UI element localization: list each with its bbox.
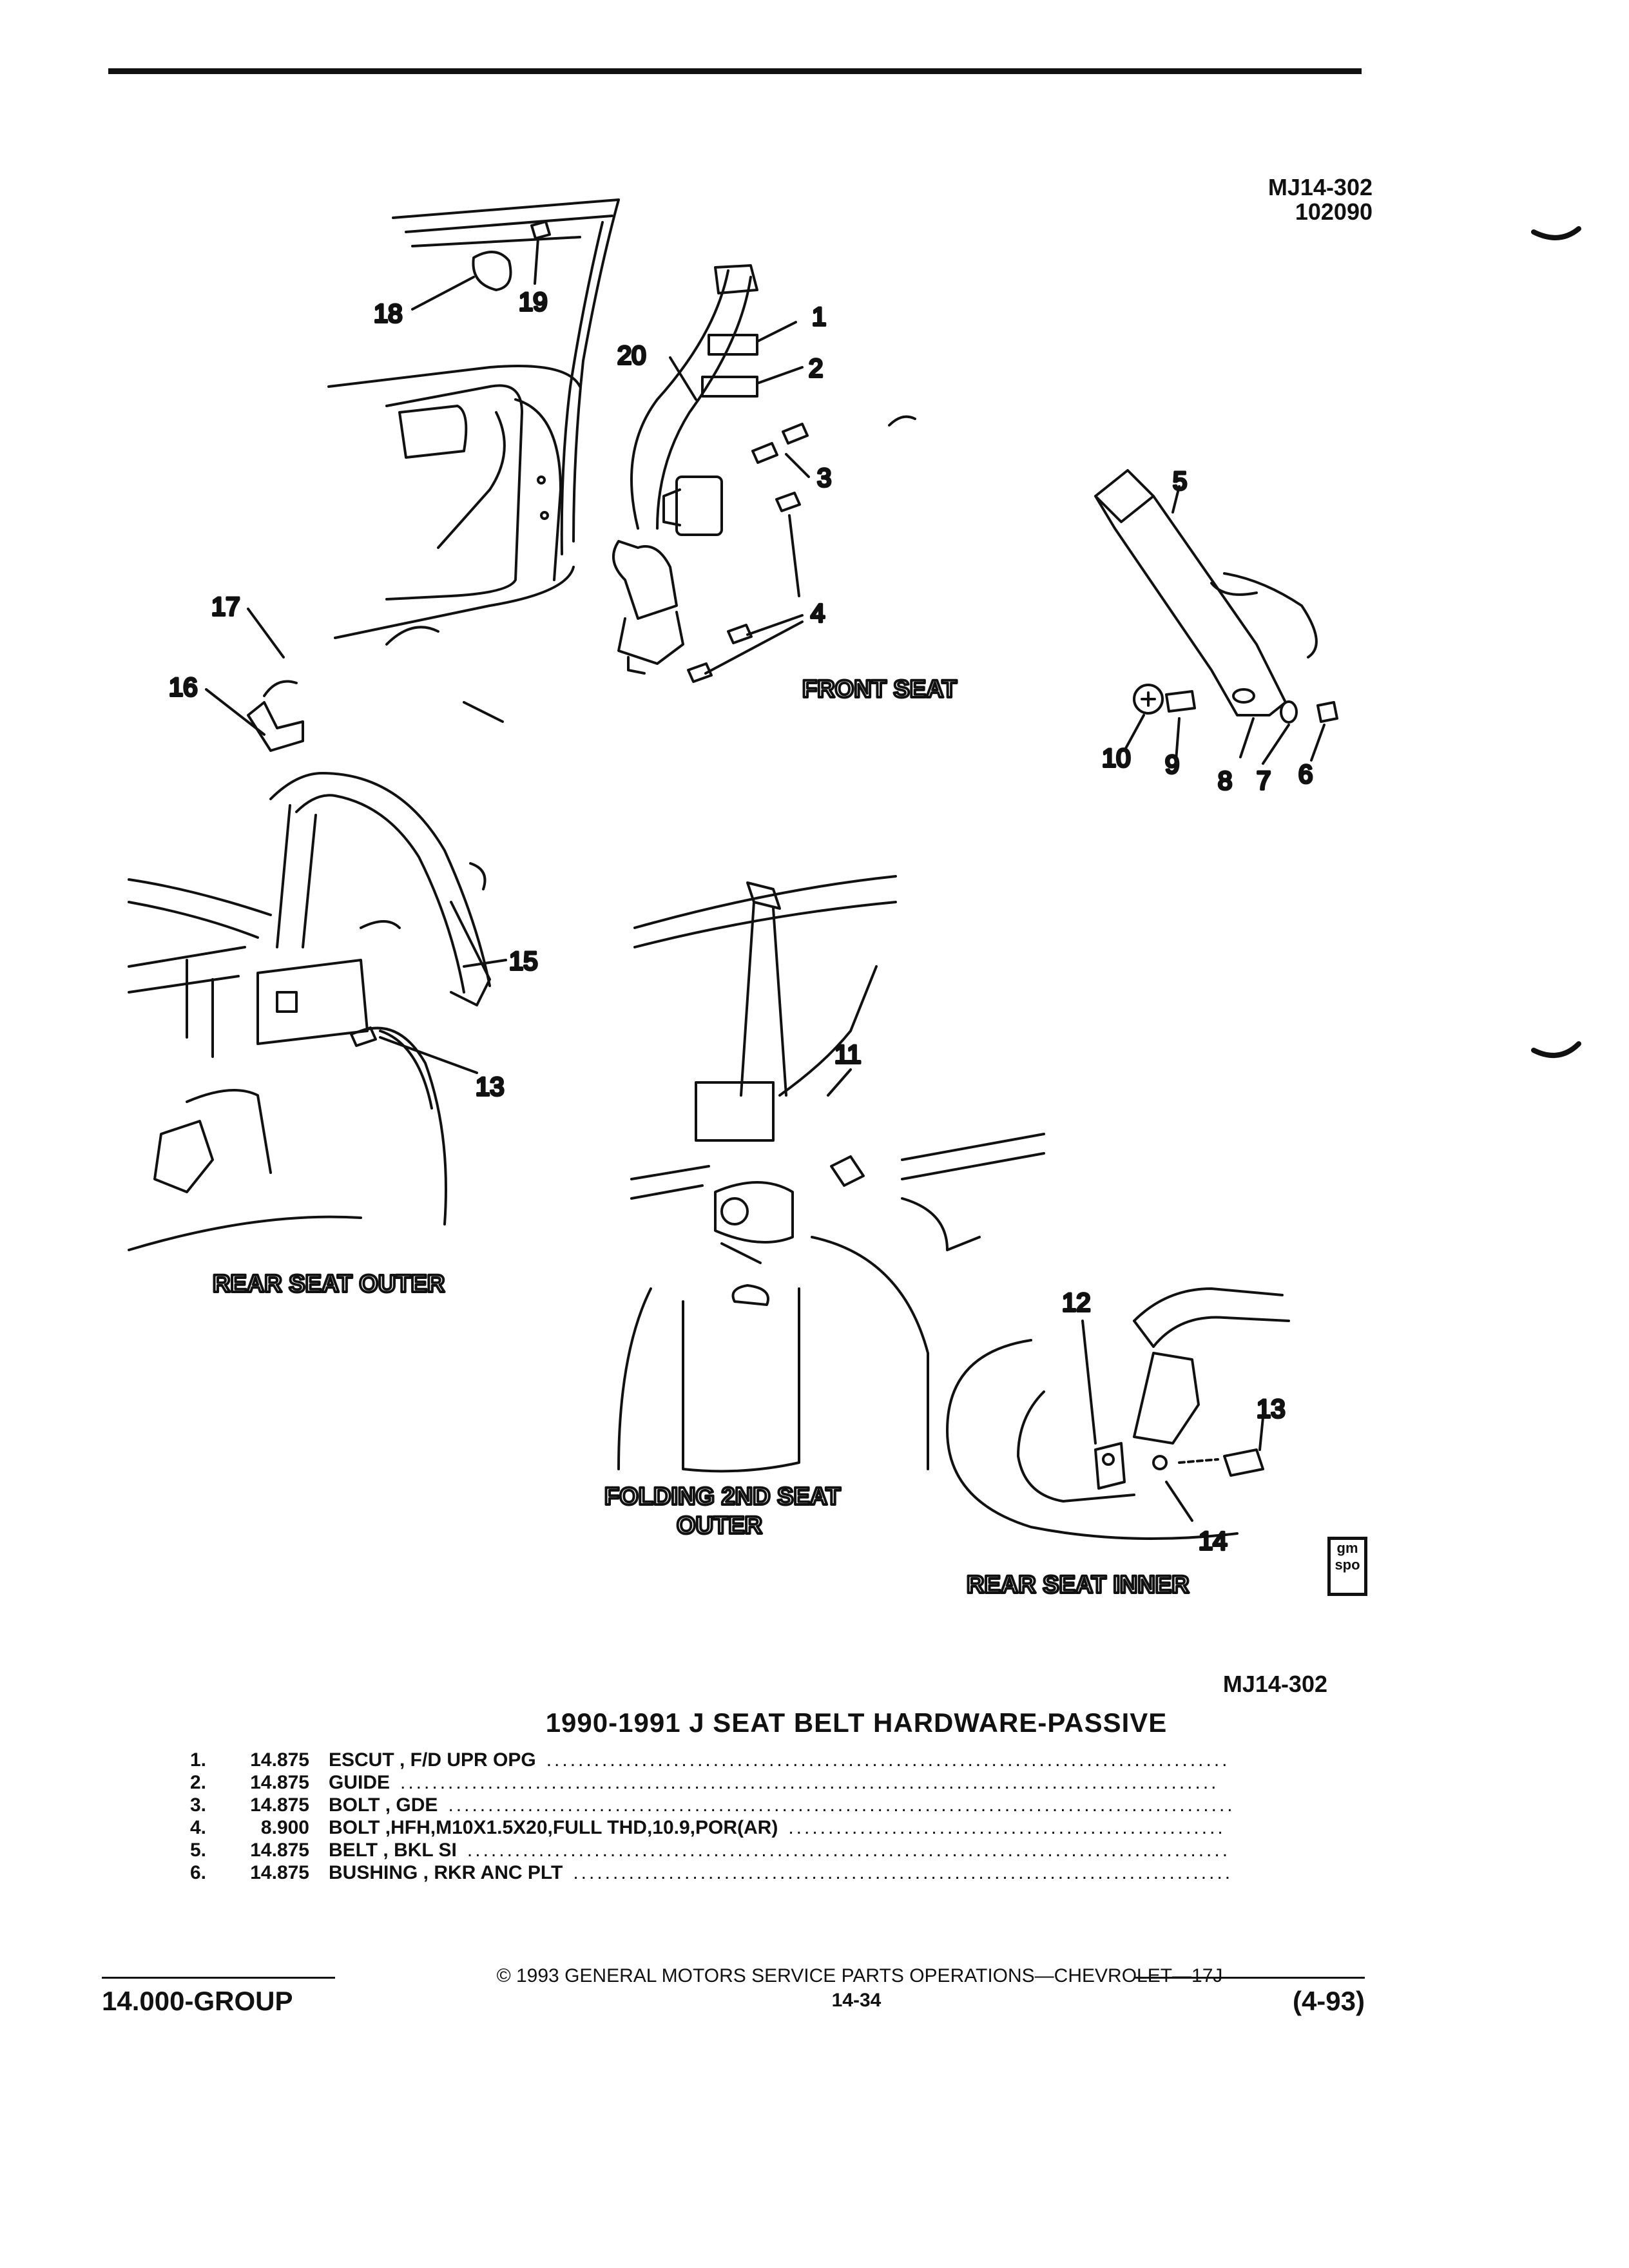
folding-seat-outer-illustration [617, 875, 1045, 1473]
callout-16: 16 [169, 673, 198, 702]
edge-mark-2 [1531, 1041, 1581, 1058]
front-seat-illustration [327, 198, 810, 683]
caption-rear-seat-outer: REAR SEAT OUTER [213, 1271, 445, 1298]
parts-row: 6. 14.875 BUSHING , RKR ANC PLT ........… [189, 1861, 1231, 1883]
parts-row: 2. 14.875 GUIDE ........................… [161, 1771, 1231, 1794]
callout-19: 19 [519, 288, 548, 316]
callout-4: 4 [811, 599, 825, 628]
parts-row: 3. 14.875 BOLT , GDE ...................… [189, 1794, 1231, 1816]
parts-list-title: 1990-1991 J SEAT BELT HARDWARE-PASSIVE [545, 1707, 1168, 1738]
callout-6: 6 [1298, 760, 1313, 789]
caption-front-seat: FRONT SEAT [802, 676, 957, 703]
callout-9: 9 [1165, 751, 1179, 779]
callout-2: 2 [809, 354, 823, 383]
callout-17: 17 [211, 593, 240, 621]
edge-mark-1 [1531, 226, 1581, 240]
callout-13a: 13 [476, 1073, 505, 1101]
gmspo-logo: gm spo [1327, 1537, 1367, 1596]
parts-diagram: 1 2 3 4 5 6 7 8 9 10 11 12 13 13 14 15 1… [128, 198, 1581, 1600]
callout-7: 7 [1257, 767, 1271, 795]
leader-dots: ........................................… [400, 1771, 1219, 1793]
leader-dots: ........................................… [448, 1794, 1231, 1816]
callout-13b: 13 [1257, 1395, 1286, 1423]
buckle-detail-illustration [1094, 469, 1338, 765]
leader-dots: ........................................… [788, 1816, 1226, 1838]
date-code: (4-93) [1292, 1986, 1365, 2016]
figure-reference-bottom: MJ14-302 [1222, 1671, 1327, 1697]
footer-rule-right [1134, 1977, 1365, 1979]
leader-dots: ........................................… [467, 1839, 1231, 1861]
group-label: 14.000-GROUP [102, 1986, 293, 2016]
page-number: 14-34 [831, 1990, 882, 2011]
callout-1: 1 [812, 303, 826, 331]
callout-3: 3 [817, 464, 831, 492]
rear-seat-inner-illustration [946, 1287, 1290, 1540]
figure-reference-top: MJ14-302 102090 [1218, 175, 1373, 224]
leader-dots: ........................................… [546, 1749, 1231, 1771]
leader-dots: ........................................… [573, 1861, 1231, 1883]
callout-20: 20 [617, 341, 646, 370]
callout-8: 8 [1218, 767, 1232, 795]
parts-list: 1. 14.875 ESCUT , F/D UPR OPG ..........… [161, 1749, 1231, 1884]
rear-seat-outer-illustration [128, 415, 916, 1251]
callout-12: 12 [1062, 1289, 1091, 1317]
callout-5: 5 [1173, 467, 1187, 495]
figure-date: 102090 [1295, 198, 1373, 225]
caption-folding-seat-line2: OUTER [677, 1512, 762, 1539]
callout-11: 11 [834, 1041, 862, 1069]
caption-folding-seat-line1: FOLDING 2ND SEAT [604, 1483, 841, 1510]
footer-rule-left [102, 1977, 335, 1979]
callout-14: 14 [1199, 1527, 1228, 1555]
parts-row: 4. 8.900 BOLT ,HFH,M10X1.5X20,FULL THD,1… [161, 1816, 1231, 1839]
figure-code: MJ14-302 [1268, 174, 1373, 200]
parts-row: 1. 14.875 ESCUT , F/D UPR OPG ..........… [189, 1749, 1231, 1771]
parts-row: 5. 14.875 BELT , BKL SI ................… [189, 1839, 1231, 1861]
callout-18: 18 [374, 300, 403, 328]
caption-rear-seat-inner: REAR SEAT INNER [967, 1571, 1190, 1599]
copyright-line: © 1993 GENERAL MOTORS SERVICE PARTS OPER… [496, 1965, 1223, 1986]
top-rule [108, 68, 1362, 74]
callout-10: 10 [1102, 744, 1131, 773]
callout-15: 15 [509, 947, 538, 975]
